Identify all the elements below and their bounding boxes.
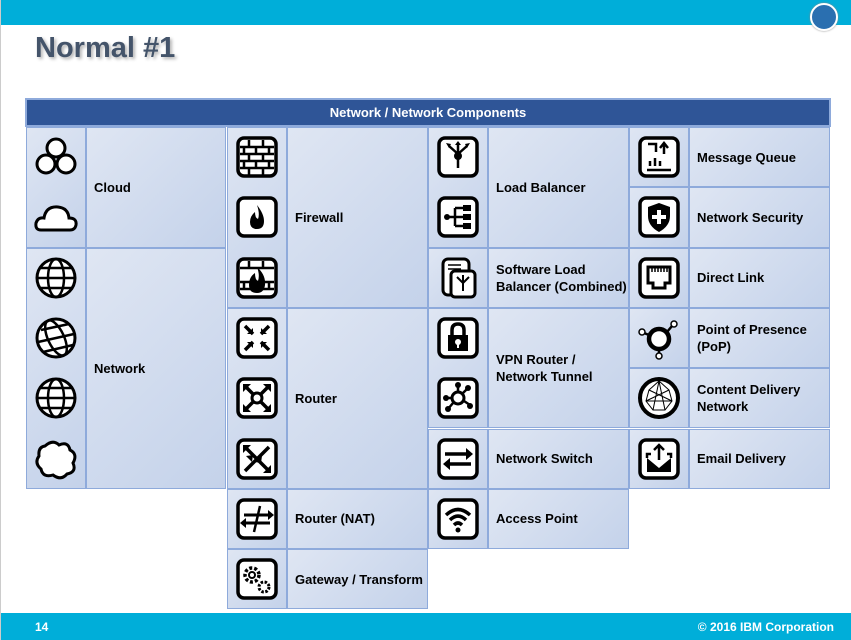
label-cloud: Cloud (86, 127, 226, 248)
email-out-icon (638, 437, 680, 480)
copyright: © 2016 IBM Corporation (697, 620, 834, 634)
label-firewall: Firewall (287, 127, 428, 308)
switch-arrows-icon (437, 437, 479, 480)
label-point-of-presence-pop: Point of Presence (PoP) (689, 307, 830, 369)
software-load-balancer-icon (441, 257, 477, 299)
wifi-icon (437, 498, 479, 540)
flame-icon (236, 196, 278, 239)
label-access-point: Access Point (488, 488, 629, 550)
page-title: Normal #1 (35, 32, 176, 64)
cloud-cluster-icon (35, 137, 77, 175)
cloud-icon (34, 205, 78, 232)
icon-cell-content-delivery-network (629, 368, 689, 429)
icon-cell-network (26, 247, 86, 489)
icon-cell-software-load-balancer-combined (428, 247, 488, 308)
icon-cell-email-delivery (629, 428, 689, 489)
table-header: Network / Network Components (25, 98, 831, 127)
label-network-security: Network Security (689, 187, 830, 248)
label-network-switch: Network Switch (488, 428, 629, 489)
icon-cell-point-of-presence-pop (629, 307, 689, 369)
shield-plus-icon (638, 196, 680, 239)
router-cross-icon (236, 437, 278, 480)
icon-cell-firewall (227, 127, 287, 308)
globe-icon (35, 377, 77, 419)
hub-icon (437, 377, 479, 420)
message-queue-icon (638, 136, 680, 178)
icon-cell-router-nat (227, 488, 287, 550)
footer: 14 © 2016 IBM Corporation (1, 613, 851, 640)
label-message-queue: Message Queue (689, 127, 830, 188)
brick-flame-icon (236, 257, 278, 299)
label-network: Network (86, 247, 226, 489)
icon-cell-direct-link (629, 247, 689, 308)
label-router: Router (287, 307, 428, 489)
icon-cell-load-balancer (428, 127, 488, 248)
icon-cell-network-security (629, 187, 689, 248)
icon-cell-cloud (26, 127, 86, 248)
icon-cell-message-queue (629, 127, 689, 188)
load-balancer-icon (437, 136, 479, 178)
label-vpn-router-network-tunnel: VPN Router / Network Tunnel (488, 307, 629, 429)
lock-icon (437, 317, 479, 359)
load-balancer-tree-icon (437, 196, 479, 239)
label-content-delivery-network: Content Delivery Network (689, 368, 830, 429)
label-email-delivery: Email Delivery (689, 428, 830, 489)
ethernet-port-icon (638, 256, 680, 299)
icon-cell-gateway-transform (227, 549, 287, 610)
brick-wall-icon (236, 136, 278, 178)
top-bar (1, 0, 851, 31)
label-load-balancer: Load Balancer (488, 127, 629, 248)
nat-icon (236, 498, 278, 540)
router-arrows-out-icon (236, 377, 278, 420)
globe-icon (35, 257, 77, 299)
icon-cell-access-point (428, 488, 488, 550)
icon-cell-router (227, 307, 287, 489)
cdn-mesh-icon (638, 377, 680, 420)
globe-alt-icon (35, 317, 77, 359)
gears-icon (236, 558, 278, 600)
icon-cell-vpn-router-network-tunnel (428, 307, 488, 429)
label-gateway-transform: Gateway / Transform (287, 549, 428, 610)
router-arrows-in-icon (236, 317, 278, 359)
label-router-nat: Router (NAT) (287, 488, 428, 550)
label-software-load-balancer-combined: Software Load Balancer (Combined) (488, 247, 629, 308)
cloud-puffy-icon (35, 440, 77, 479)
pop-icon (638, 320, 678, 360)
page-number: 14 (35, 620, 49, 634)
icon-cell-network-switch (428, 428, 488, 489)
label-direct-link: Direct Link (689, 247, 830, 308)
ibm-globe-icon (810, 3, 838, 31)
